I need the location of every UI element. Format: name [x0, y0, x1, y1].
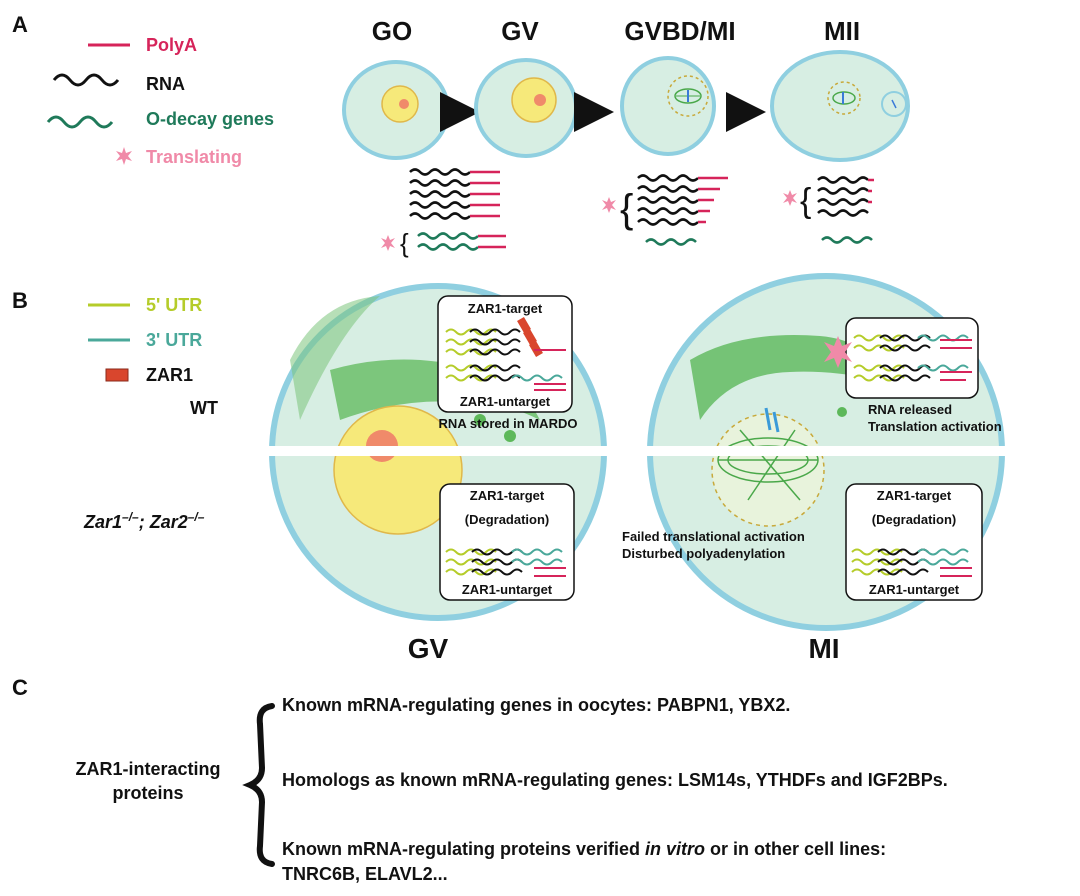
note-stored-mardo: RNA stored in MARDO: [439, 416, 578, 431]
box-mi-mutant-untarget-label: ZAR1-untarget: [869, 582, 960, 597]
panel-c-root-label-2: proteins: [112, 783, 183, 803]
box-gv-wt-untarget-label: ZAR1-untarget: [460, 394, 551, 409]
panel-letter-c: C: [12, 675, 28, 700]
cell-mii: [770, 50, 910, 162]
panel-c-item-3-line-2: TNRC6B, ELAVL2...: [282, 864, 448, 884]
translating-star-icon: [381, 235, 395, 251]
note-failed: Failed translational activation: [622, 529, 805, 544]
box-mi-mutant: ZAR1-target (Degradation) ZAR1-untarget: [845, 483, 983, 601]
rna-bundle-go-gv: {: [381, 168, 506, 258]
legend-zar1-label: ZAR1: [146, 365, 193, 385]
box-gv-wt: ZAR1-target ZAR1-untarget: [437, 295, 573, 413]
wt-mutant-divider: [268, 446, 1040, 456]
legend-translating-label: Translating: [146, 147, 242, 167]
panel-letter-b: B: [12, 288, 28, 313]
zar1-legend-block: [105, 368, 129, 382]
panel-c-item-1: Known mRNA-regulating genes in oocytes: …: [282, 695, 790, 715]
legend-rna-label: RNA: [146, 74, 185, 94]
translating-star-icon: [824, 336, 852, 368]
translating-star-icon: [783, 190, 797, 206]
translating-legend-star-icon: [116, 147, 132, 165]
panel-c-root-label: ZAR1-interacting: [75, 759, 220, 779]
svg-text:{: {: [620, 187, 633, 231]
panel-letter-a: A: [12, 12, 28, 37]
cell-gv: [474, 58, 578, 158]
box-mi-mutant-target-label: ZAR1-target: [877, 488, 952, 503]
legend-utr3-label: 3' UTR: [146, 330, 202, 350]
box-gv-mutant-degradation-label: (Degradation): [465, 512, 550, 527]
legend-b: 5' UTR 3' UTR ZAR1 WT Zar1–/–; Zar2–/–: [83, 295, 218, 532]
note-disturbed: Disturbed polyadenylation: [622, 546, 785, 561]
box-gv-mutant-target-label: ZAR1-target: [470, 488, 545, 503]
legend-mutant-label: Zar1–/–; Zar2–/–: [83, 510, 205, 532]
stage-gv-title: GV: [501, 16, 539, 46]
svg-text:{: {: [400, 228, 409, 258]
note-released: RNA released: [868, 402, 952, 417]
rna-bundle-gvbd: {: [602, 174, 728, 246]
legend-a: PolyA RNA O-decay genes Translating: [46, 35, 274, 167]
svg-text:{: {: [800, 182, 811, 220]
box-mi-wt: [824, 317, 979, 399]
panel-c-brace: [242, 703, 275, 867]
label-mi-bottom: MI: [808, 633, 839, 664]
odecay-legend-wave: [46, 115, 114, 129]
translating-star-icon: [602, 197, 616, 213]
rna-bundle-mii: {: [783, 176, 874, 244]
legend-odecay-label: O-decay genes: [146, 109, 274, 129]
stage-go-title: GO: [372, 16, 412, 46]
cell-gvbd: [620, 56, 716, 156]
label-gv-bottom: GV: [408, 633, 449, 664]
legend-polya-label: PolyA: [146, 35, 197, 55]
box-mi-mutant-degradation-label: (Degradation): [872, 512, 957, 527]
note-activation: Translation activation: [868, 419, 1002, 434]
box-gv-mutant-untarget-label: ZAR1-untarget: [462, 582, 553, 597]
cell-go: [342, 60, 450, 160]
legend-utr5-label: 5' UTR: [146, 295, 202, 315]
stage-mii-title: MII: [824, 16, 860, 46]
rna-legend-wave: [52, 73, 120, 87]
panel-c-item-3: Known mRNA-regulating proteins verified …: [282, 839, 886, 859]
box-gv-wt-target-label: ZAR1-target: [468, 301, 543, 316]
stage-gvbd-title: GVBD/MI: [624, 16, 735, 46]
legend-wt-label: WT: [190, 398, 218, 418]
box-gv-mutant: ZAR1-target (Degradation) ZAR1-untarget: [439, 483, 575, 601]
panel-c-item-2: Homologs as known mRNA-regulating genes:…: [282, 770, 948, 790]
